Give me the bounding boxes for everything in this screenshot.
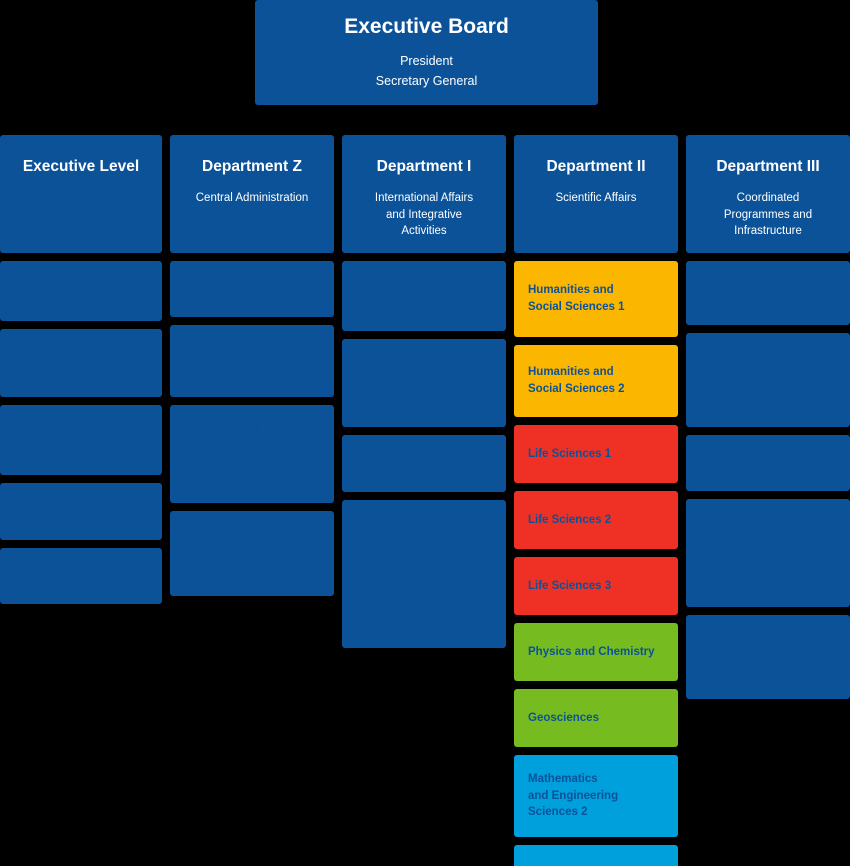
column-subtitle: Central Administration [195,192,309,205]
unit-label: Physics and Chemistry [528,645,655,658]
column-department-iii: Department III Coordinated Programmes an… [686,135,850,866]
unit-card[interactable]: Finance [170,261,334,317]
column-department-z: Department Z Central Administration Fina… [170,135,334,866]
unit-card[interactable]: Information Management [342,261,506,331]
unit-card[interactable]: International Affairs Office India Offic… [342,500,506,648]
unit-label: Information Technology and Infrastructur… [184,530,265,576]
unit-label: Berlin Office [14,505,77,518]
unit-label: Organisational Development and Transform… [184,422,275,485]
unit-card[interactable]: Life Sciences 2 [514,491,678,549]
unit-label: Press and Public Relations [14,348,97,377]
unit-card[interactable]: Press and Public Relations [0,329,162,397]
unit-card[interactable]: Information Technology and Infrastructur… [170,511,334,596]
unit-card[interactable]: Engineering Sciences 1 [514,845,678,866]
unit-card[interactable]: Scientific Library Services and Informat… [686,615,850,699]
unit-card[interactable]: Excellence Strategy and Research Institu… [686,333,850,427]
column-header-department-i[interactable]: Department I International Affairs and I… [342,135,506,253]
unit-label: Strategy and Policy [14,284,114,297]
unit-label: Excellence Strategy and Research Institu… [700,356,802,403]
unit-label: Life Sciences 3 [528,579,612,592]
unit-label: International Affairs Office India Offic… [356,534,462,613]
unit-label: Finance [184,282,225,295]
unit-card[interactable]: Strategy and Policy [0,261,162,321]
executive-board-roles: President Secretary General [375,54,478,88]
executive-board-card[interactable]: Executive Board President Secretary Gene… [255,0,598,105]
unit-label: Human Resources and Legal Affairs [184,346,302,375]
unit-card[interactable]: Economics, Auditing and Compliance [0,405,162,475]
unit-label: Life Sciences 1 [528,447,612,460]
column-subtitle: Scientific Affairs [555,192,637,205]
unit-card[interactable]: Life Sciences 1 [514,425,678,483]
unit-card[interactable]: Humanities and Social Sciences 2 [514,345,678,417]
unit-label: Life Sciences 2 [528,513,612,526]
unit-label: Sino-German Center [14,569,121,582]
unit-card[interactable]: Organisational Development and Transform… [170,405,334,503]
column-subtitle: International Affairs and Integrative Ac… [374,192,474,238]
column-header-department-iii[interactable]: Department III Coordinated Programmes an… [686,135,850,253]
unit-label: Humanities and Social Sciences 1 [528,284,625,313]
unit-card[interactable]: Scientific Instrumentation & Information… [686,499,850,607]
column-department-ii: Department II Scientific Affairs Humanit… [514,135,678,866]
unit-card[interactable]: Human Resources and Legal Affairs [170,325,334,397]
unit-label: Geosciences [528,711,599,724]
executive-board-title: Executive Board [344,15,509,38]
unit-card[interactable]: Quality and Programme Management [342,339,506,427]
column-subtitle: Coordinated Programmes and Infrastructur… [723,192,813,238]
unit-label: Scientific Instrumentation & Information… [700,521,791,584]
column-title: Department III [716,158,820,175]
column-header-department-ii[interactable]: Department II Scientific Affairs [514,135,678,253]
unit-card[interactable]: Berlin Office [0,483,162,540]
unit-card[interactable]: Humanities and Social Sciences 1 [514,261,678,337]
department-columns: Executive Level Strategy and Policy Pres… [0,135,850,866]
unit-label: Humanities and Social Sciences 2 [528,366,625,395]
column-department-i: Department I International Affairs and I… [342,135,506,866]
column-executive-level: Executive Level Strategy and Policy Pres… [0,135,162,866]
unit-label: Information Management [356,281,424,310]
unit-card[interactable]: Collaborative Research Centres [686,261,850,325]
column-header-executive-level[interactable]: Executive Level [0,135,162,253]
unit-card[interactable]: Mathematics and Engineering Sciences 2 [514,755,678,837]
column-header-department-z[interactable]: Department Z Central Administration [170,135,334,253]
column-title: Department II [546,158,646,175]
unit-card[interactable]: Physics and Chemistry [514,623,678,681]
column-title: Executive Level [22,158,140,175]
unit-label: Quality and Programme Management [356,359,424,406]
unit-label: Research Careers [700,456,794,469]
unit-card[interactable]: Geosciences [514,689,678,747]
unit-card[interactable]: Life Sciences 3 [514,557,678,615]
unit-label: Economics, Auditing and Compliance [14,425,118,454]
unit-label: Mathematics and Engineering Sciences 2 [528,772,619,819]
unit-label: Research Culture [356,457,446,470]
column-title: Department Z [202,158,302,175]
unit-card[interactable]: Research Careers [686,435,850,491]
unit-label: Collaborative Research Centres [700,278,793,307]
unit-label: Scientific Library Services and Informat… [700,633,805,680]
unit-card[interactable]: Sino-German Center [0,548,162,604]
unit-card[interactable]: Research Culture [342,435,506,492]
column-title: Department I [376,158,472,175]
